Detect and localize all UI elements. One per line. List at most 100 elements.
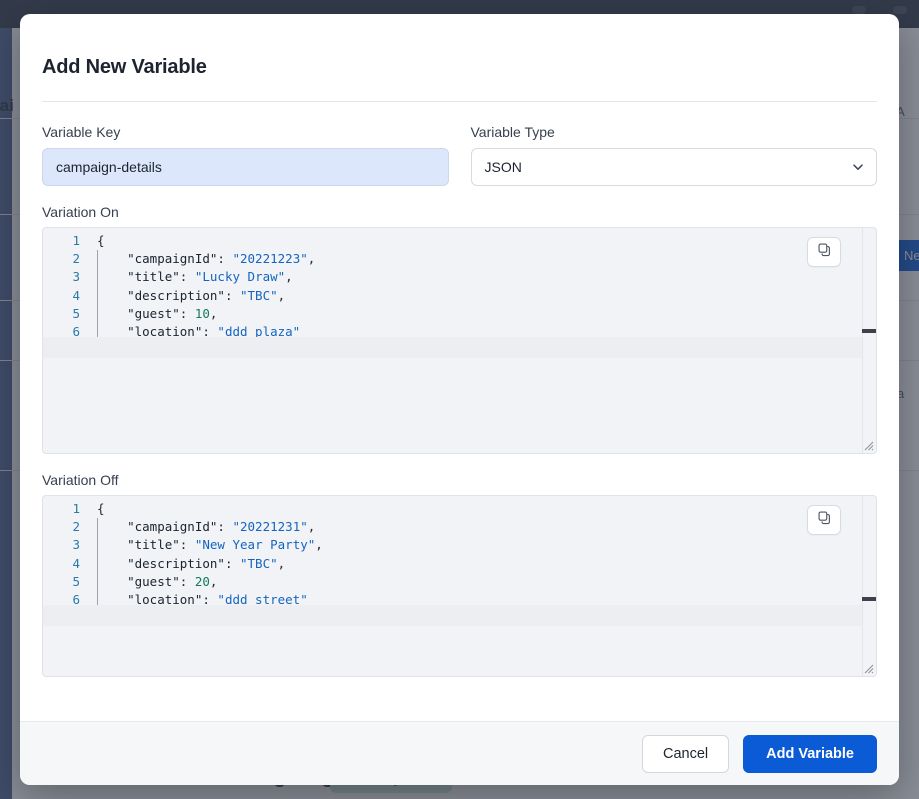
variable-key-input[interactable] bbox=[42, 148, 449, 186]
editor-scrollbar-track[interactable] bbox=[862, 496, 876, 676]
token-punct: : bbox=[202, 591, 218, 607]
token-punct: : bbox=[224, 287, 240, 303]
token-punct: , bbox=[315, 537, 323, 553]
token-str: "New Year Party" bbox=[194, 537, 316, 553]
variable-type-field: Variable Type JSON bbox=[470, 124, 877, 186]
line-number: 2 bbox=[72, 251, 80, 267]
token-key: "location" bbox=[97, 323, 203, 339]
dialog-footer: Cancel Add Variable bbox=[20, 721, 899, 785]
code-line: 3 "title": "Lucky Draw", bbox=[43, 268, 876, 287]
variable-type-select[interactable]: JSON bbox=[470, 148, 877, 186]
line-number: 2 bbox=[72, 519, 80, 535]
token-key: "description" bbox=[97, 287, 225, 303]
variable-key-field: Variable Key bbox=[42, 124, 449, 186]
editor-scrollbar-track[interactable] bbox=[862, 228, 876, 453]
token-str: "Lucky Draw" bbox=[194, 269, 286, 285]
code-text: { bbox=[89, 232, 105, 250]
token-punct: , bbox=[285, 269, 293, 285]
code-text: "location": "ddd plaza" bbox=[89, 322, 301, 342]
code-text: "title": "New Year Party", bbox=[89, 536, 323, 555]
token-punct: , bbox=[209, 573, 218, 589]
add-variable-button[interactable]: Add Variable bbox=[743, 734, 877, 773]
add-new-variable-dialog: Add New Variable Variable Key Variable T… bbox=[20, 14, 899, 785]
token-punct: { bbox=[97, 501, 105, 516]
variation-on-label: Variation On bbox=[42, 204, 119, 220]
code-text: "description": "TBC", bbox=[89, 286, 285, 305]
token-str: "20221231" bbox=[232, 519, 308, 535]
editor-resize-handle[interactable] bbox=[861, 438, 874, 451]
line-number: 1 bbox=[72, 233, 80, 248]
token-str: "TBC" bbox=[240, 555, 278, 571]
code-line: 6 "location": "ddd street" bbox=[43, 590, 876, 610]
code-text: "campaignId": "20221231", bbox=[89, 518, 316, 537]
dialog-body: Add New Variable Variable Key Variable T… bbox=[20, 14, 899, 721]
token-punct: , bbox=[277, 555, 286, 571]
line-number: 4 bbox=[72, 287, 80, 303]
token-key: "title" bbox=[97, 269, 180, 285]
code-line: 4 "description": "TBC", bbox=[43, 554, 876, 573]
code-text: "campaignId": "20221223", bbox=[89, 250, 315, 269]
token-str: "ddd plaza" bbox=[217, 323, 301, 339]
variation-off-label: Variation Off bbox=[42, 472, 119, 488]
code-text: "location": "ddd street" bbox=[89, 590, 308, 610]
copy-icon-button[interactable] bbox=[807, 505, 841, 535]
line-number: 6 bbox=[72, 591, 80, 607]
fields-row: Variable Key Variable Type JSON bbox=[42, 124, 877, 186]
code-line: 6 "location": "ddd plaza" bbox=[43, 322, 876, 342]
token-punct: : bbox=[202, 323, 218, 339]
title-divider bbox=[42, 101, 877, 102]
variation-off-editor[interactable]: 1{2 "campaignId": "20221231",3 "title": … bbox=[42, 495, 877, 677]
token-key: "campaignId" bbox=[97, 519, 218, 535]
line-number: 6 bbox=[72, 323, 80, 339]
editor-highlight-band bbox=[43, 337, 862, 358]
token-key: "description" bbox=[97, 555, 225, 571]
code-text: "description": "TBC", bbox=[89, 554, 286, 573]
token-punct: , bbox=[209, 305, 218, 321]
copy-icon-button[interactable] bbox=[807, 237, 841, 267]
token-punct: , bbox=[307, 519, 316, 535]
token-punct: : bbox=[179, 305, 195, 321]
token-str: "ddd street" bbox=[217, 591, 308, 607]
variation-off-code[interactable]: 1{2 "campaignId": "20221231",3 "title": … bbox=[43, 496, 876, 676]
code-text: "title": "Lucky Draw", bbox=[89, 268, 293, 287]
line-number: 4 bbox=[72, 555, 80, 571]
copy-icon bbox=[817, 510, 832, 530]
line-number: 5 bbox=[72, 573, 80, 589]
token-key: "location" bbox=[97, 591, 203, 607]
code-line: 2 "campaignId": "20221223", bbox=[43, 250, 876, 269]
token-punct: : bbox=[179, 537, 195, 553]
code-line: 5 "guest": 10, bbox=[43, 304, 876, 324]
token-str: "20221223" bbox=[232, 251, 308, 267]
token-punct: : bbox=[224, 555, 240, 571]
dialog-title: Add New Variable bbox=[42, 56, 207, 78]
editor-resize-handle[interactable] bbox=[861, 661, 874, 674]
token-key: "title" bbox=[97, 537, 180, 553]
code-line: 1{ bbox=[43, 232, 876, 250]
token-key: "guest" bbox=[97, 305, 180, 321]
variation-on-code[interactable]: 1{2 "campaignId": "20221223",3 "title": … bbox=[43, 228, 876, 453]
variable-type-label: Variable Type bbox=[470, 124, 555, 140]
editor-scrollbar-thumb[interactable] bbox=[862, 597, 876, 601]
variation-on-editor[interactable]: 1{2 "campaignId": "20221223",3 "title": … bbox=[42, 227, 877, 454]
token-punct: : bbox=[179, 269, 195, 285]
token-key: "guest" bbox=[97, 573, 180, 589]
token-punct: : bbox=[179, 573, 195, 589]
editor-scrollbar-thumb[interactable] bbox=[862, 329, 876, 333]
copy-icon bbox=[817, 242, 832, 262]
token-punct: : bbox=[217, 251, 233, 267]
code-text: { bbox=[89, 500, 105, 518]
token-str: "TBC" bbox=[240, 287, 278, 303]
code-line: 1{ bbox=[43, 500, 876, 518]
line-number: 1 bbox=[72, 501, 80, 516]
token-num: 20 bbox=[194, 573, 210, 589]
token-punct: { bbox=[97, 233, 105, 248]
variable-key-label: Variable Key bbox=[42, 124, 121, 140]
line-number: 3 bbox=[72, 269, 80, 285]
code-line: 4 "description": "TBC", bbox=[43, 286, 876, 305]
code-line: 2 "campaignId": "20221231", bbox=[43, 518, 876, 537]
code-line: 3 "title": "New Year Party", bbox=[43, 536, 876, 555]
line-number: 3 bbox=[72, 537, 80, 553]
code-text: "guest": 20, bbox=[89, 572, 218, 592]
code-line: 5 "guest": 20, bbox=[43, 572, 876, 592]
cancel-button[interactable]: Cancel bbox=[642, 734, 730, 773]
